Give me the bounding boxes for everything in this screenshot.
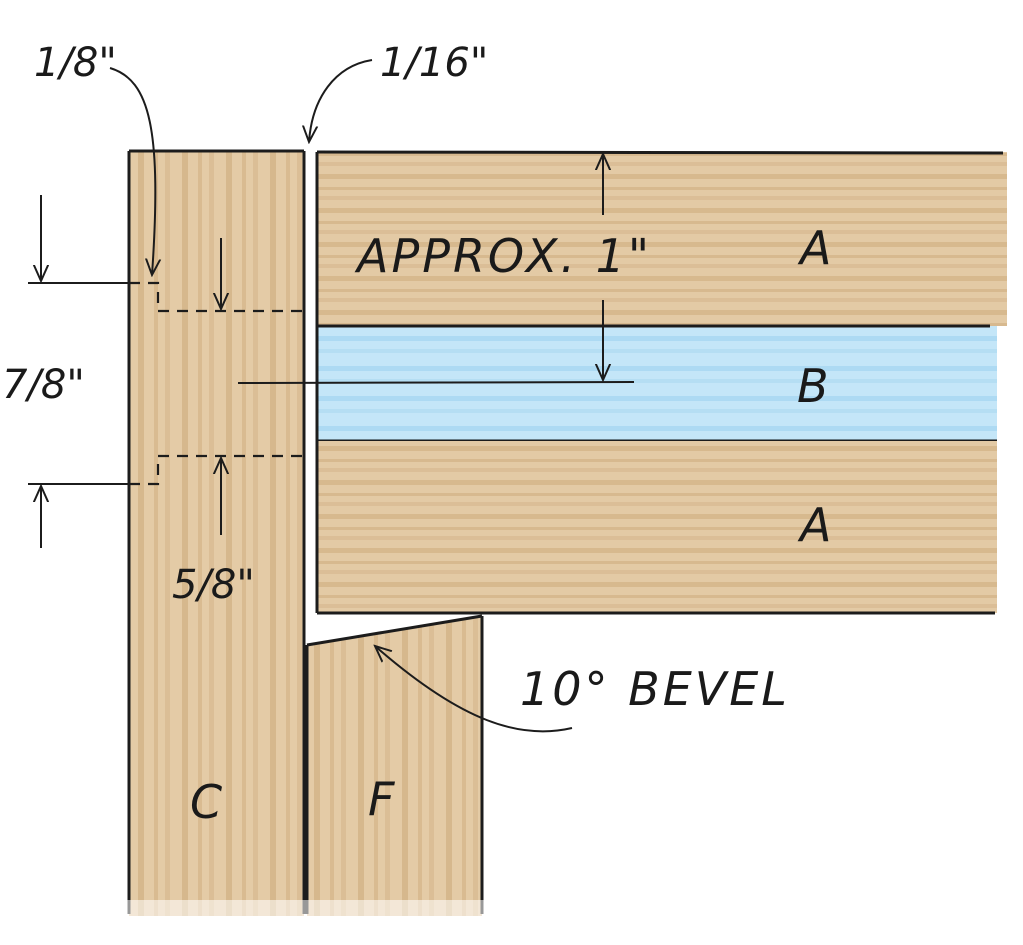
label-b: B bbox=[797, 359, 829, 413]
dim-label-gap: 1/16" bbox=[380, 40, 488, 86]
stile-c bbox=[127, 149, 306, 916]
reveal-leader bbox=[109, 67, 155, 275]
gap-leader bbox=[309, 59, 373, 142]
panel-a-bottom bbox=[315, 441, 997, 615]
label-f: F bbox=[368, 772, 395, 826]
label-c: C bbox=[190, 775, 222, 829]
label-a-top: A bbox=[797, 221, 831, 275]
face-f bbox=[305, 614, 484, 916]
groove-lower-dashed bbox=[129, 454, 304, 486]
dim-label-upper-step: 7/8" bbox=[2, 362, 85, 408]
bevel-leader bbox=[375, 646, 573, 733]
dim-7-8-leader bbox=[237, 381, 635, 384]
groove-upper-dashed bbox=[129, 281, 304, 313]
dim-label-reveal: 1/8" bbox=[34, 40, 117, 86]
panel-a-top bbox=[315, 150, 1007, 326]
bottom-fade bbox=[125, 900, 490, 945]
dim-label-thickness: APPROX. 1" bbox=[354, 229, 652, 283]
edge-fade bbox=[900, 150, 1023, 620]
dim-label-lower-step: 5/8" bbox=[172, 562, 255, 608]
bevel-note: 10° BEVEL bbox=[520, 662, 790, 716]
label-a-bottom: A bbox=[797, 498, 831, 552]
